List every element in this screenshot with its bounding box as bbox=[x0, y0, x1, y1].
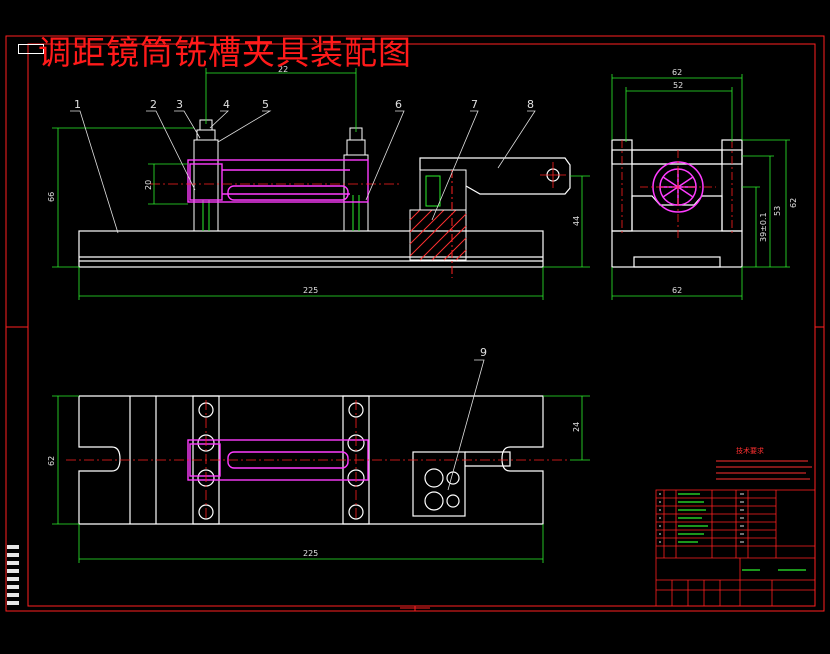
part-leaders bbox=[70, 110, 536, 234]
base-plate bbox=[78, 230, 544, 268]
dim-side-53: 53 bbox=[773, 206, 782, 216]
corner-stamp-box bbox=[18, 44, 44, 54]
title-block-marks bbox=[678, 493, 806, 571]
dim-side-62-top: 62 bbox=[672, 68, 682, 77]
dim-44: 44 bbox=[572, 216, 581, 226]
dim-side-39: 39±0.1 bbox=[759, 212, 768, 242]
clamp-arm bbox=[419, 157, 571, 195]
front-view: 1 2 3 4 5 6 7 8 9 22 66 20 44 225 bbox=[47, 65, 590, 359]
right-clamp-post bbox=[343, 127, 369, 232]
dim-20: 20 bbox=[144, 180, 153, 190]
dim-plan-24: 24 bbox=[572, 422, 581, 432]
legend-strip bbox=[7, 545, 19, 611]
dim-66: 66 bbox=[47, 192, 56, 202]
part-label-5: 5 bbox=[262, 98, 269, 111]
dim-plan-62: 62 bbox=[47, 456, 56, 466]
part-label-4: 4 bbox=[223, 98, 230, 111]
drawing-frame bbox=[5, 35, 825, 612]
part-label-7: 7 bbox=[471, 98, 478, 111]
dim-side-62-bottom: 62 bbox=[672, 286, 682, 295]
dim-225-front: 225 bbox=[303, 286, 318, 295]
hatched-block bbox=[409, 169, 467, 278]
title-block-numbers bbox=[659, 493, 744, 543]
dim-22: 22 bbox=[278, 65, 288, 74]
plan-view: 62 24 225 bbox=[47, 359, 590, 563]
dim-side-62-right: 62 bbox=[789, 198, 798, 208]
dim-side-52: 52 bbox=[673, 81, 683, 90]
part-label-8: 8 bbox=[527, 98, 534, 111]
leader-9 bbox=[447, 359, 485, 491]
front-dimensions bbox=[52, 68, 590, 300]
part-number-labels: 1 2 3 4 5 6 7 8 9 bbox=[74, 98, 534, 359]
part-label-9: 9 bbox=[480, 346, 487, 359]
left-clamp-post bbox=[193, 119, 219, 232]
part-label-2: 2 bbox=[150, 98, 157, 111]
side-view: 62 52 62 53 39±0.1 62 bbox=[611, 68, 798, 300]
title-block bbox=[655, 489, 816, 607]
part-label-3: 3 bbox=[176, 98, 183, 111]
front-dimension-text: 22 66 20 44 225 bbox=[47, 65, 581, 295]
dim-plan-225: 225 bbox=[303, 549, 318, 558]
drawing-title: 调距镜筒铣槽夹具装配图 bbox=[38, 33, 412, 72]
part-label-6: 6 bbox=[395, 98, 402, 111]
workpiece-tube bbox=[187, 159, 369, 203]
notes-title: 技术要求 bbox=[736, 446, 764, 455]
part-label-1: 1 bbox=[74, 98, 81, 111]
technical-notes: 技术要求 bbox=[716, 446, 812, 480]
